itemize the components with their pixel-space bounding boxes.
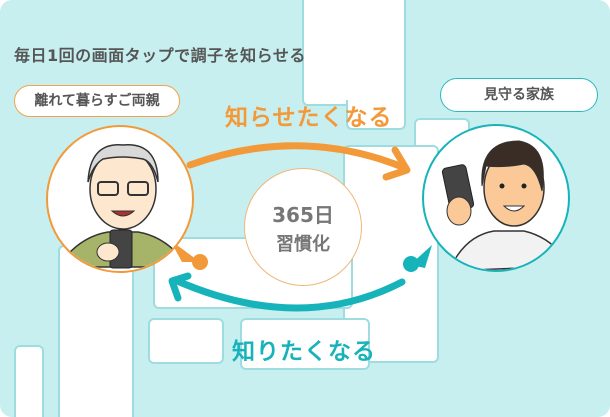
- young-man-illustration: [441, 140, 568, 270]
- headline: 毎日1回の画面タップで調子を知らせる: [14, 46, 306, 65]
- habit-text: 習慣化: [276, 234, 330, 255]
- arrow-head-orange: [382, 146, 411, 181]
- map-block: [346, 100, 406, 130]
- habit-badge: 365日 習慣化: [244, 168, 362, 286]
- receive-label: 知りたくなる: [232, 339, 376, 365]
- habit-days: 365日: [272, 203, 334, 227]
- map-block: [14, 345, 44, 417]
- dot-orange: [192, 254, 208, 270]
- map-block: [240, 318, 370, 370]
- family-avatar: [422, 124, 570, 272]
- parent-avatar: [46, 125, 194, 273]
- arrow-head-teal: [168, 272, 192, 302]
- map-block: [148, 318, 224, 364]
- arrow-to-family: [186, 142, 409, 172]
- map-block: [302, 0, 406, 106]
- send-label: 知らせたくなる: [225, 105, 393, 131]
- elderly-man-illustration: [56, 144, 190, 269]
- parents-label: 離れて暮らすご両親: [14, 85, 180, 117]
- family-label: 見守る家族: [440, 78, 598, 112]
- map-block: [58, 245, 134, 417]
- arrow-to-parents: [171, 276, 406, 312]
- dot-teal: [403, 256, 419, 272]
